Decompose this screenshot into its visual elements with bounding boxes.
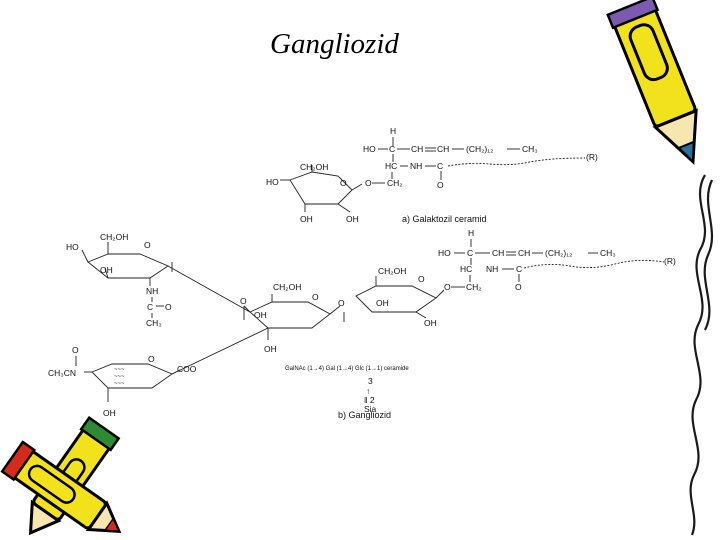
label-glycosidic-o: O — [338, 298, 345, 308]
label-ch3: CH₃ — [146, 318, 162, 328]
label-hc: HC — [460, 264, 472, 274]
label-glycosidic-o: O — [240, 296, 247, 306]
label-nh: NH — [486, 264, 498, 274]
label-h: H — [390, 126, 396, 136]
label-o: O — [165, 302, 172, 312]
label-c: C — [516, 264, 522, 274]
label-ho: HO — [363, 144, 376, 154]
label-c: C — [147, 302, 153, 312]
label-chain: (CH₂)₁₂ — [545, 248, 572, 258]
label-branch-2: ‖ 2 — [364, 395, 375, 405]
label-o: O — [437, 180, 444, 190]
label-ch3: CH₃ — [522, 144, 538, 154]
page-title: Gangliozid — [270, 28, 399, 60]
side-chain-fine-print: ~~~ — [114, 381, 125, 387]
label-coo: COO — [177, 364, 197, 374]
label-ch: CH — [492, 248, 504, 258]
label-oh: OH — [100, 265, 113, 275]
sequence-notation: GalNAc (1→4) Gal (1→4) Glc (1→1) ceramid… — [285, 366, 409, 372]
caption-ganglioside: b) Gangliozid — [338, 410, 391, 420]
label-ch2: CH₂ — [466, 282, 482, 292]
label-c: C — [389, 144, 395, 154]
label-ho: HO — [66, 242, 79, 252]
label-branch-arrow: ↑ — [366, 386, 370, 396]
label-oh: OH — [376, 298, 389, 308]
label-ch2oh: CH₂OH — [300, 162, 328, 172]
label-r: (R) — [664, 256, 676, 266]
label-glycosidic-o: O — [444, 282, 451, 292]
caption-galactosyl: a) Galaktozil ceramid — [402, 214, 487, 224]
label-oh: OH — [103, 408, 116, 418]
label-o: O — [72, 345, 79, 355]
label-ch: CH — [411, 144, 423, 154]
label-oh: OH — [346, 214, 359, 224]
ribbon-decoration — [689, 174, 706, 536]
label-ho: HO — [266, 177, 279, 187]
label-ring-o: O — [418, 274, 425, 284]
label-c: C — [437, 161, 443, 171]
crossed-pencils-icon — [0, 416, 122, 536]
label-ch: CH — [518, 248, 530, 258]
ribbon-decoration-inner — [703, 179, 713, 331]
label-oh: OH — [424, 318, 437, 328]
label-hc: HC — [385, 161, 397, 171]
label-ring-o: O — [340, 178, 347, 188]
label-r: (R) — [586, 152, 598, 162]
label-c: C — [467, 248, 473, 258]
label-oh: OH — [264, 344, 277, 354]
label-ch3: CH₃ — [600, 248, 616, 258]
label-branch-3: 3 — [368, 376, 373, 386]
side-chain-fine-print: ~~~ — [114, 374, 125, 380]
label-ring-o: O — [148, 354, 155, 364]
label-oh: OH — [254, 310, 267, 320]
label-h: H — [468, 228, 474, 238]
label-sia: Sia — [364, 404, 377, 414]
label-nh: NH — [410, 161, 422, 171]
label-o: O — [365, 178, 372, 188]
label-chain: (CH₂)₁₂ — [466, 144, 493, 154]
pencil-icon — [606, 0, 698, 165]
label-ch2oh: CH₂OH — [273, 282, 301, 292]
side-chain-fine-print: ~~~ — [114, 367, 125, 373]
label-nh: NH — [146, 286, 158, 296]
label-ch2: CH₂ — [387, 178, 403, 188]
label-ho: HO — [438, 248, 451, 258]
label-ch: CH — [437, 144, 449, 154]
label-ring-o: O — [312, 292, 319, 302]
label-ch2oh: CH₂OH — [378, 266, 406, 276]
label-ring-o: O — [144, 240, 151, 250]
label-o: O — [515, 282, 522, 292]
label-ch3cn: CH₃CN — [48, 368, 76, 378]
label-ch2oh: CH₂OH — [100, 232, 128, 242]
label-oh: OH — [300, 214, 313, 224]
